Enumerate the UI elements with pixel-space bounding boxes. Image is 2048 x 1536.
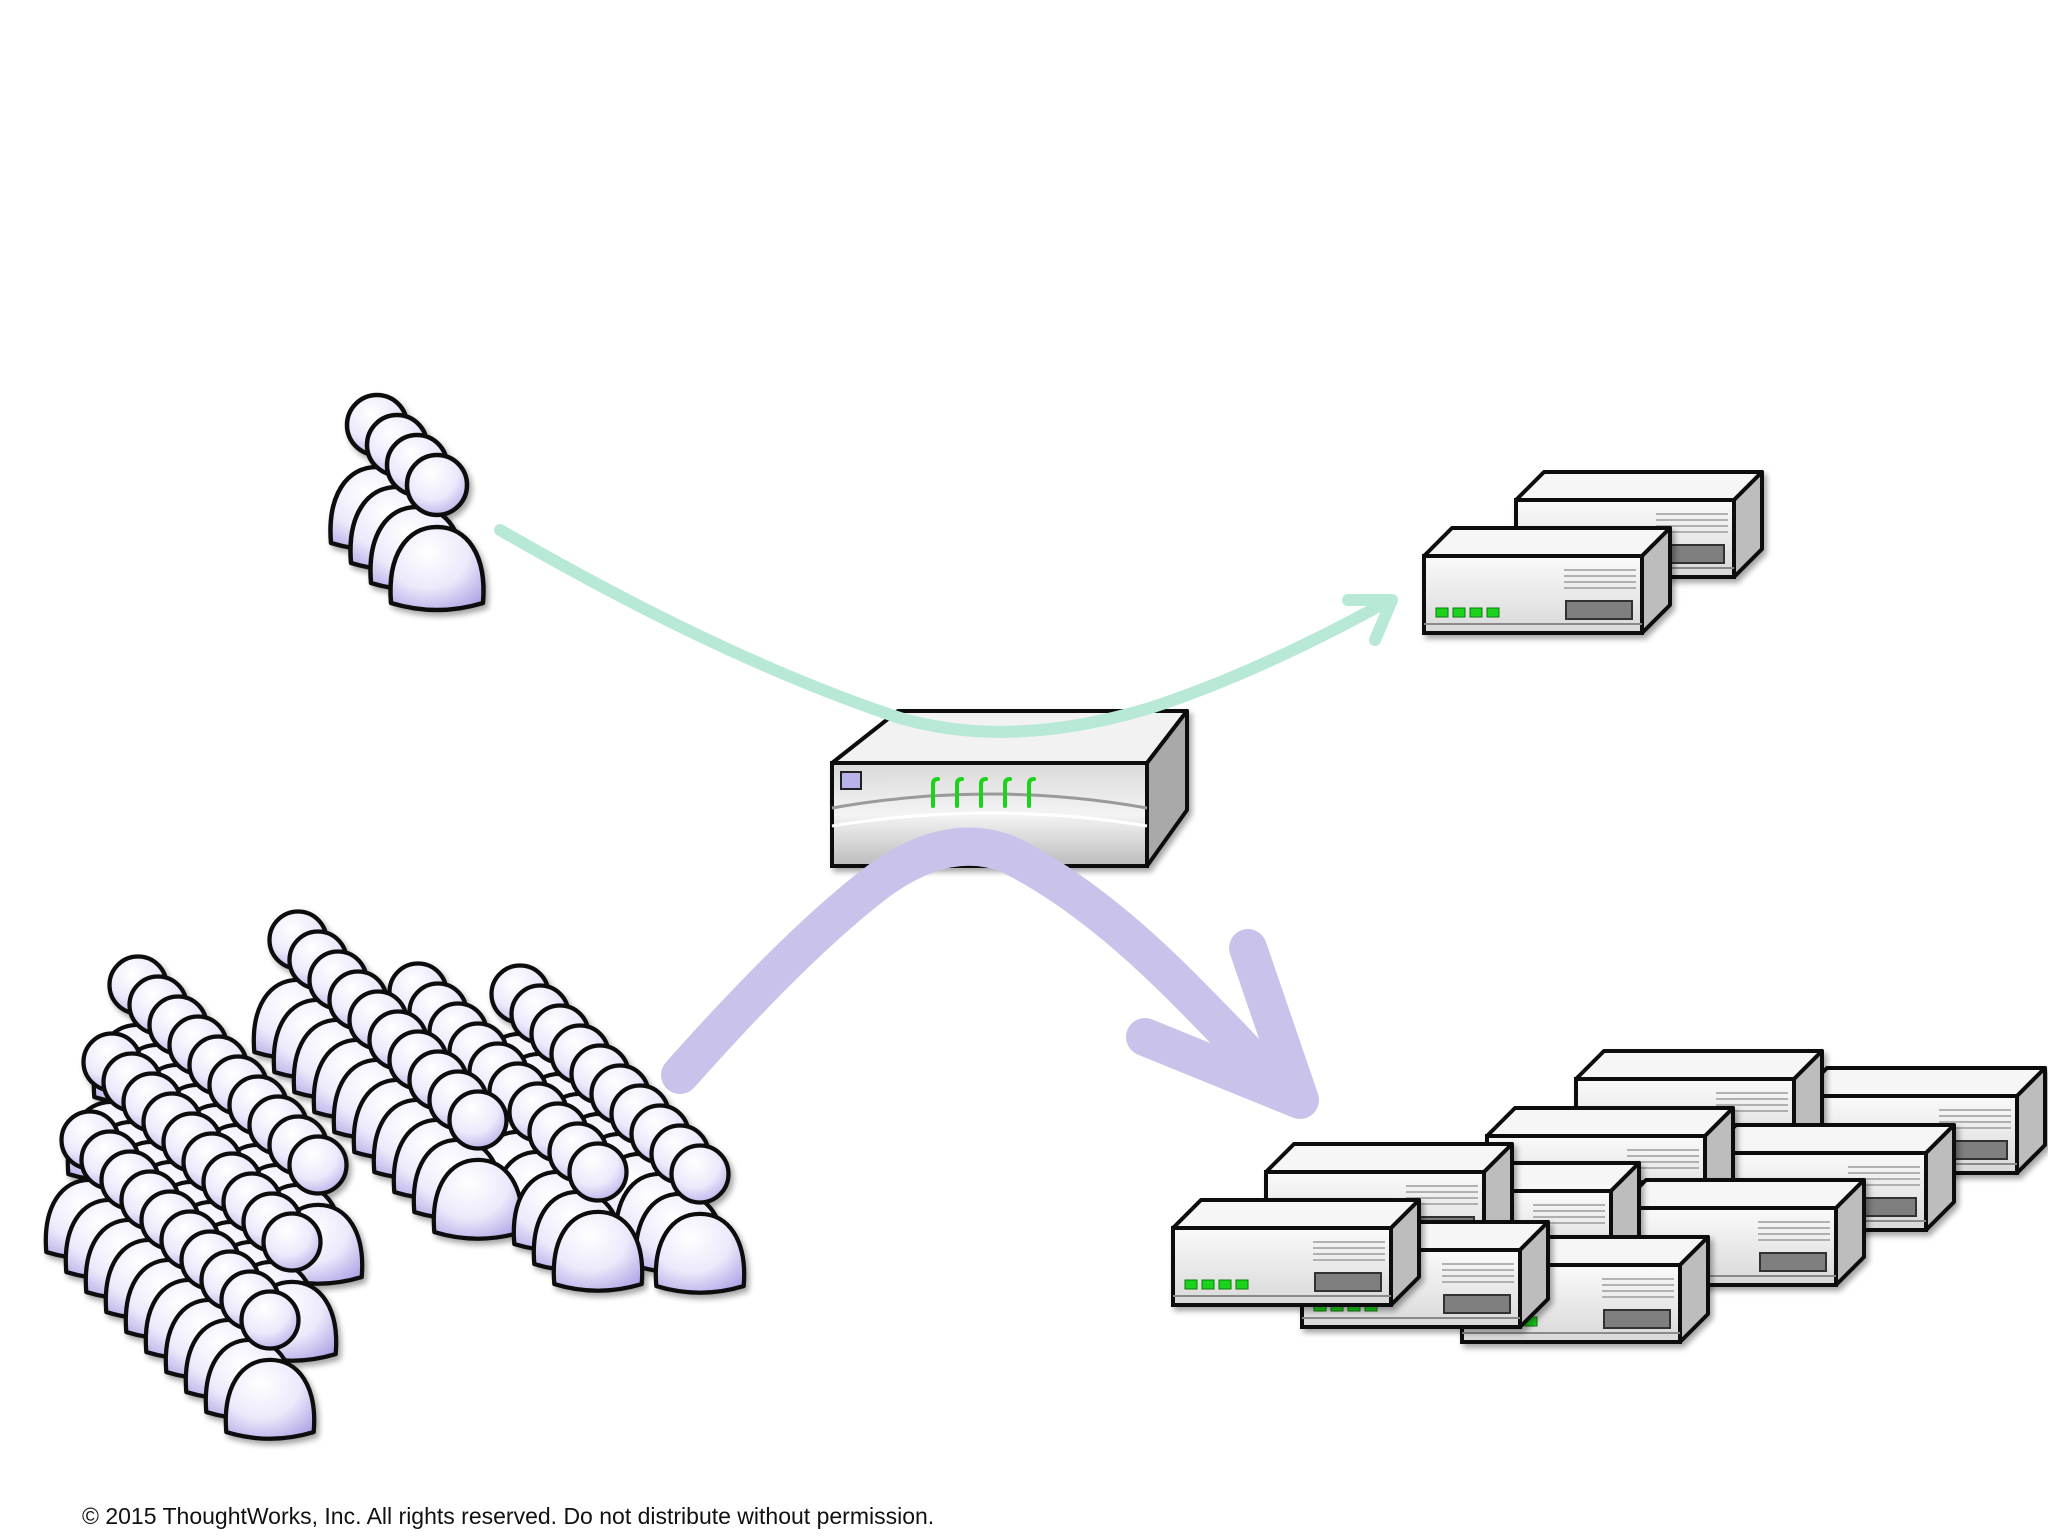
server-icon — [1422, 526, 1672, 635]
port-led-icon — [931, 777, 940, 808]
canary-traffic-arrow — [494, 524, 1396, 738]
main-traffic-arrow — [661, 827, 1299, 1109]
person-icon — [431, 1089, 525, 1241]
large-server-pool — [1171, 1049, 2047, 1344]
port-led-icon — [955, 777, 964, 808]
person-icon — [551, 1141, 645, 1293]
server-icon — [1171, 1198, 1421, 1307]
router-port-leds — [931, 777, 1036, 808]
person-icon — [388, 452, 486, 613]
small-server-pool — [1422, 470, 1764, 635]
copyright-notice: © 2015 ThoughtWorks, Inc. All rights res… — [82, 1503, 935, 1529]
server-icon — [1616, 1178, 1866, 1287]
canary-traffic-arrowhead — [1342, 594, 1398, 646]
person-icon — [223, 1289, 317, 1441]
main-traffic-arrowhead — [1126, 929, 1319, 1119]
small-user-group — [328, 392, 486, 613]
person-icon — [653, 1143, 747, 1295]
port-led-icon — [1003, 777, 1012, 808]
large-user-group — [43, 909, 747, 1441]
port-led-icon — [1027, 777, 1036, 808]
port-led-icon — [979, 777, 988, 808]
